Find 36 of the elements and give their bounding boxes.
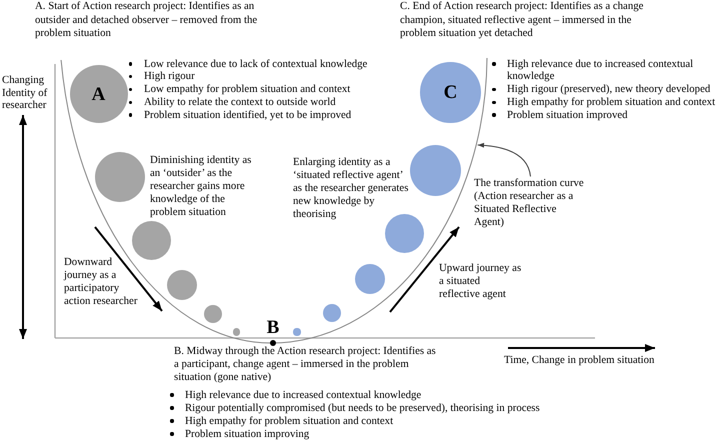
stage-heading: A. Start of Action research project: Identifies as an outsider and detached observer – removed from the problem situation	[35, 0, 258, 40]
identity-circle	[232, 328, 240, 336]
bullet-text: High relevance due to increased contextual knowledge	[184, 388, 422, 402]
identity-circle	[355, 264, 385, 294]
identity-circle	[293, 328, 301, 336]
bullet-text: High rigour	[144, 70, 195, 84]
axis-label: Time, Change in problem situation	[504, 354, 654, 366]
axis-label: Changing Identity of researcher	[2, 74, 48, 112]
journey-label: Upward journey as a situated reflective agent	[439, 262, 522, 300]
bullet-text: Ability to relate the context to outside world	[144, 96, 336, 109]
stage-circle: C	[420, 62, 481, 123]
callout-text: The transformation curve (Action researcher as a Situated Reflective Agent)	[474, 176, 587, 228]
bullet-text: Rigour potentially compromised (but needs to be preserved), theorising in process	[184, 402, 540, 414]
stage-letter: B	[266, 318, 280, 337]
bullet-text: High empathy for problem situation and context	[506, 96, 716, 109]
bullet-text: Low empathy for problem situation and context	[144, 83, 350, 96]
identity-circle	[204, 305, 222, 323]
annotation-text: Enlarging identity as a ‘situated reflective agent’ as the researcher generates new knowledge by theorising	[293, 156, 410, 220]
leader-line	[477, 142, 531, 177]
bullet-text: Problem situation identified, yet to be improved	[144, 108, 352, 122]
bullet-text: Problem situation improved	[506, 108, 628, 122]
identity-circle	[132, 220, 170, 260]
bullet-text: Problem situation improving	[184, 428, 310, 440]
bullet-text: High relevance due to increased contextual knowledge	[506, 58, 694, 84]
bullet-text: High rigour (preserved), new theory developed	[506, 83, 710, 96]
stage-heading: B. Midway through the Action research project: Identifies as a participant, change agent – immersed in the problem situation (gone native)	[174, 344, 437, 384]
journey-label: Downward journey as a participatory action researcher	[64, 256, 138, 308]
stage-circle: A	[70, 65, 128, 123]
identity-circle	[323, 304, 341, 322]
identity-circle	[384, 214, 424, 252]
bullet-text: High empathy for problem situation and context	[184, 414, 394, 428]
stage-heading: C. End of Action research project: Identifies as a change champion, situated reflective agent – immersed in the problem situation yet detached	[400, 0, 644, 40]
bullet-text: Low relevance due to lack of contextual knowledge	[144, 58, 368, 70]
annotation-text: Diminishing identity as an ‘outsider’ as the researcher gains more knowledge of the problem situation	[150, 154, 252, 218]
identity-circle	[95, 152, 145, 202]
identity-circle	[167, 270, 197, 300]
